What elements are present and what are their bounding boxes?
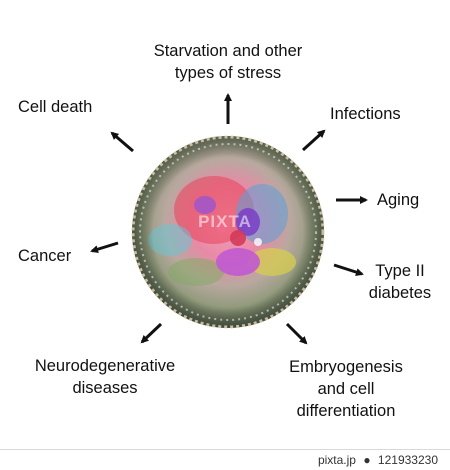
label-aging: Aging (377, 191, 420, 209)
watermark-text: PIXTA (198, 212, 252, 231)
stock-footer: pixta.jp ● 121933230 (0, 449, 450, 469)
footer-image-number: 121933230 (377, 453, 438, 467)
cell-illustration (131, 135, 325, 329)
label-type-ii-diabetes: Type II diabetes (368, 262, 432, 302)
arrow-cancer (90, 241, 119, 254)
arrow-neuro (140, 322, 163, 344)
arrow-cell-death (110, 131, 134, 153)
arrow-embryogenesis (285, 322, 308, 345)
label-neurodegenerative-diseases: Neurodegenerative diseases (34, 357, 176, 397)
label-cell-death: Cell death (18, 98, 93, 116)
arrow-diabetes (333, 263, 364, 276)
cell-rim-shade (132, 136, 324, 328)
cell-membrane-inner (139, 143, 317, 321)
cell-membrane (131, 135, 325, 329)
footer-separator-icon: ● (363, 453, 371, 467)
label-embryogenesis: Embryogenesis and cell differentiation (289, 358, 403, 420)
footer-site: pixta.jp (317, 453, 356, 467)
label-cancer: Cancer (18, 247, 72, 265)
label-starvation: Starvation and other types of stress (153, 42, 303, 82)
label-infections: Infections (330, 105, 401, 123)
arrow-infections (301, 129, 326, 152)
